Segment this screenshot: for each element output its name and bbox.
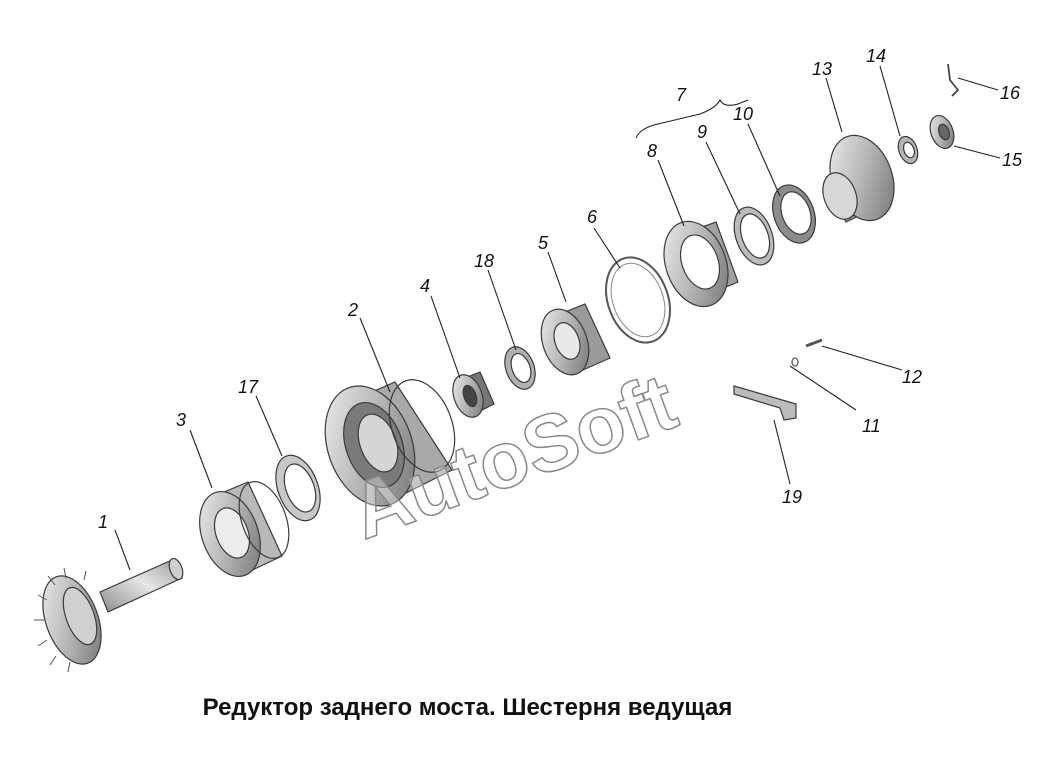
part-15-nut	[929, 114, 955, 150]
callout-7: 7	[676, 85, 687, 105]
part-3-bearing	[199, 481, 290, 578]
callout-3: 3	[176, 410, 186, 430]
callout-11: 11	[862, 416, 881, 436]
callout-2: 2	[347, 300, 358, 320]
callout-16: 16	[1000, 83, 1021, 103]
part-6-gasket	[605, 256, 671, 344]
diagram-caption: Редуктор заднего моста. Шестерня ведущая	[202, 694, 733, 721]
part-18-ring	[504, 346, 536, 390]
callout-12: 12	[902, 367, 922, 387]
part-16-cotter-pin	[947, 63, 960, 97]
callout-17: 17	[238, 377, 259, 397]
part-11-washer	[791, 357, 799, 367]
part-2-housing	[324, 379, 456, 507]
callout-8: 8	[647, 141, 657, 161]
callout-1: 1	[98, 512, 108, 532]
callout-6: 6	[587, 207, 598, 227]
callout-19: 19	[782, 487, 802, 507]
part-10-seal	[771, 184, 817, 244]
part-8-cover	[663, 220, 739, 308]
callout-labels: 1 2 3 4 5 6 7 8 9 10 11 12 13 14 15 16 1…	[98, 46, 1023, 532]
part-9-seal-ring	[733, 206, 775, 266]
part-5-bearing	[540, 303, 611, 376]
callout-15: 15	[1002, 150, 1023, 170]
callout-13: 13	[812, 59, 832, 79]
part-4-spacer	[452, 371, 495, 418]
part-13-flange	[822, 134, 895, 223]
callout-4: 4	[420, 276, 430, 296]
part-19-lock-plate	[733, 385, 797, 421]
leader-lines	[114, 65, 1001, 571]
callout-5: 5	[538, 233, 549, 253]
part-12-pin	[805, 338, 823, 348]
callout-10: 10	[733, 104, 753, 124]
part-14-washer	[897, 135, 919, 165]
callout-9: 9	[697, 122, 707, 142]
part-1-drive-pinion	[34, 557, 184, 673]
callout-14: 14	[866, 46, 886, 66]
callout-18: 18	[474, 251, 494, 271]
part-17-shim-ring	[275, 454, 321, 522]
